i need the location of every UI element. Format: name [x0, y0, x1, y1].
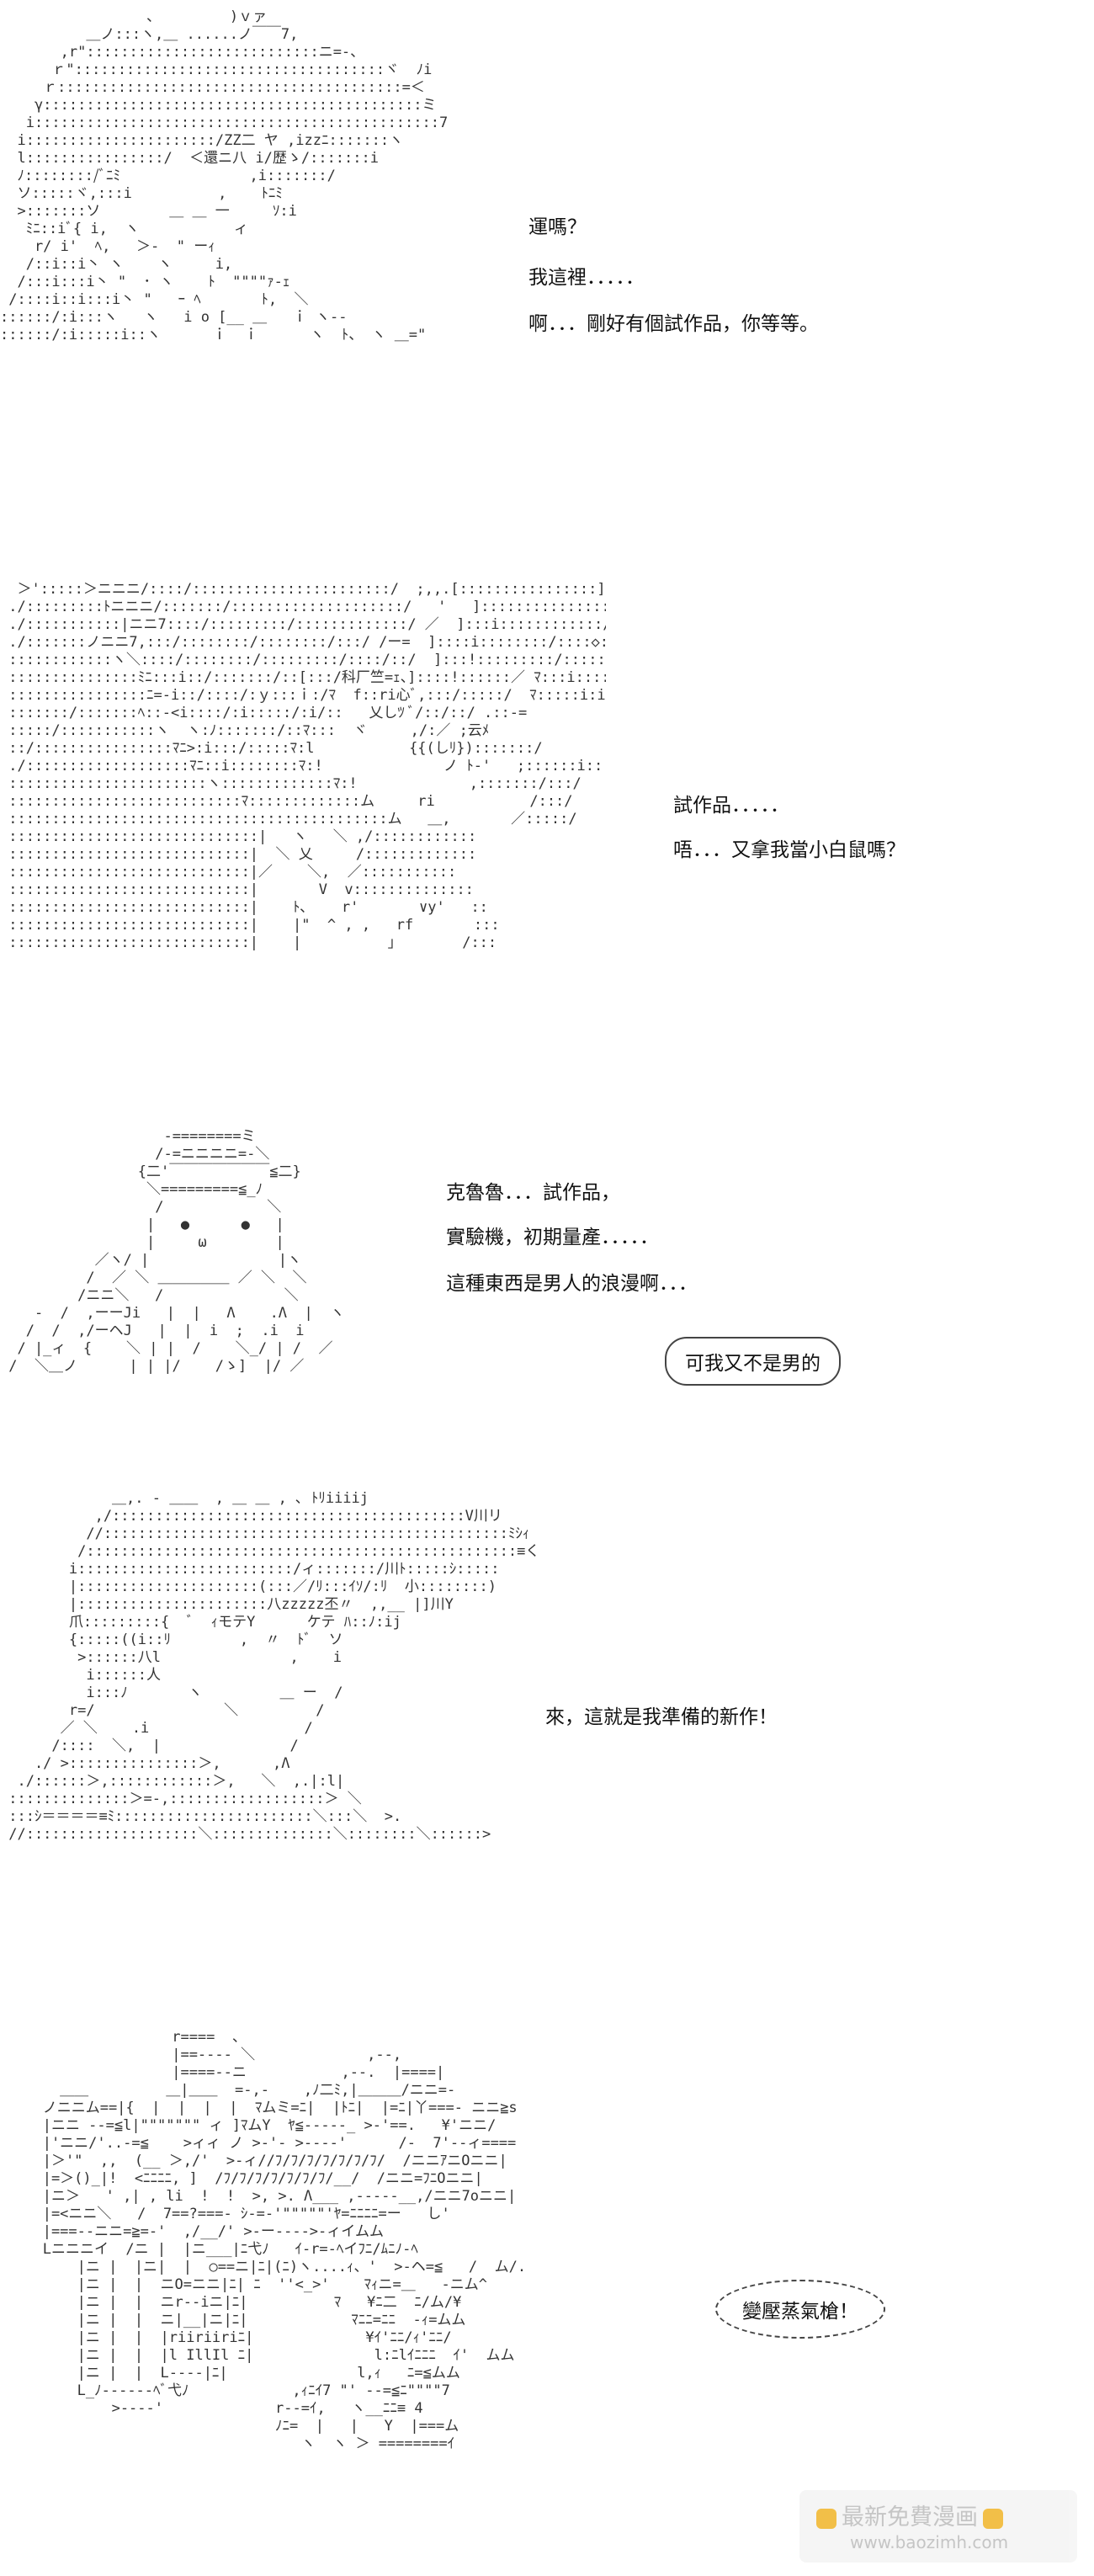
watermark-title: 最新免費漫画: [811, 2499, 1008, 2531]
dialogue-line: 實驗機，初期量產．．．．．: [446, 1227, 659, 1248]
shout-bubble: 變壓蒸氣槍！: [715, 2280, 885, 2339]
panel-2: ＞':::::＞ニニニ/::::/:::::::::::::::::::::::…: [0, 572, 1094, 1103]
panel-3: -========ミ /-=ニニニニ=-＼ {二'￣￣￣￣￣￣￣≦二} ＼===…: [0, 1120, 1094, 1465]
dialogue-line: 啊．．．剛好有個試作品，你等等。: [528, 313, 819, 335]
ascii-art-character: -========ミ /-=ニニニニ=-＼ {二'￣￣￣￣￣￣￣≦二} ＼===…: [8, 1128, 345, 1375]
dialogue-line: 唔．．．又拿我當小白鼠嗎？: [673, 839, 905, 861]
hand-icon: [816, 2508, 836, 2529]
watermark-url: www.baozimh.com: [850, 2532, 1009, 2552]
panel-1: 、 )ｖァ ＿ノ:::ヽ,＿ ......ノ￣￣7, ,r"::::::::::…: [0, 0, 1094, 547]
dialogue-line: 克魯魯．．．試作品，: [446, 1182, 620, 1204]
panel-4: ＿,. - ＿＿ , ＿ ＿ , ､ ﾄﾘiiiij ,/:::::::::::…: [0, 1482, 1094, 1987]
speech-bubble: 可我又不是男的: [665, 1337, 841, 1386]
panel-5: r==== 、 |==---- ＼ ,--, |====--ニ ,--. |==…: [0, 2012, 1094, 2576]
dialogue-line: 這種東西是男人的浪漫啊．．．: [446, 1273, 698, 1295]
dialogue-line: 來，這就是我準備的新作！: [545, 1706, 778, 1728]
ascii-art-character: ＿,. - ＿＿ , ＿ ＿ , ､ ﾄﾘiiiij ,/:::::::::::…: [8, 1490, 539, 1843]
hand-icon: [983, 2508, 1003, 2529]
ascii-art-character: 、 )ｖァ ＿ノ:::ヽ,＿ ......ノ￣￣7, ,r"::::::::::…: [0, 8, 449, 343]
ascii-art-steam-gun: r==== 、 |==---- ＼ ,--, |====--ニ ,--. |==…: [42, 2029, 527, 2452]
watermark: 最新免費漫画 www.baozimh.com: [799, 2490, 1077, 2563]
ascii-art-character: ＞':::::＞ニニニ/::::/:::::::::::::::::::::::…: [8, 581, 606, 951]
dialogue-line: 運嗎？: [528, 216, 587, 238]
dialogue-line: 試作品．．．．．: [673, 795, 789, 817]
dialogue-line: 我這裡．．．．．: [528, 267, 645, 289]
